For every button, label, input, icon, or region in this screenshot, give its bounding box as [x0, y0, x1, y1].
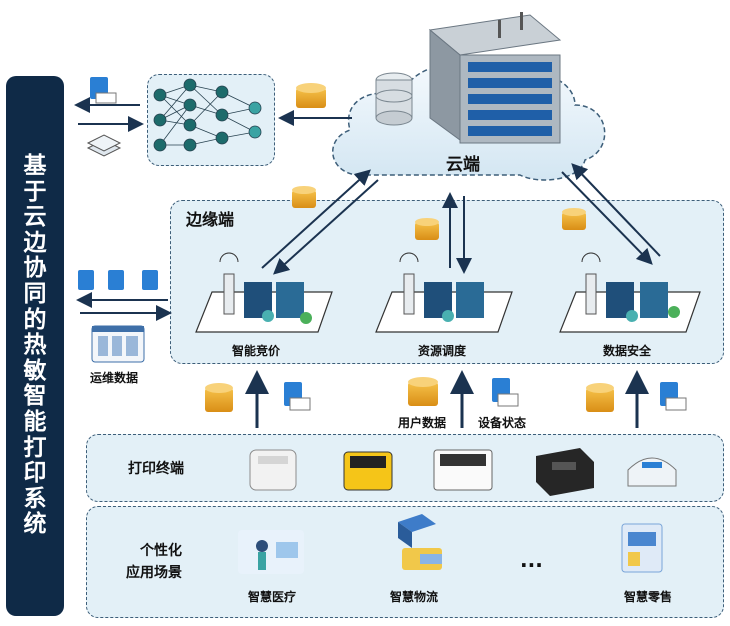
paper-stack-icon — [86, 134, 122, 157]
thermal-printer-icon — [536, 448, 594, 496]
ops-data-window-icon — [91, 325, 145, 363]
smart-retail-illustration — [621, 523, 663, 573]
cloud-database-icon — [375, 72, 413, 126]
edge-node-label-scheduling: 资源调度 — [418, 344, 467, 358]
database-icon — [296, 83, 326, 108]
database-icon — [562, 208, 586, 230]
edge-node-label-security: 数据安全 — [603, 344, 652, 358]
app-label-medical: 智慧医疗 — [248, 590, 297, 604]
neural-network-icon — [153, 78, 262, 152]
print-terminal-label: 打印终端 — [128, 461, 184, 477]
data-file-icon — [284, 382, 311, 411]
data-file-icon — [492, 378, 519, 407]
system-title: 基于云边协同的热敏智能打印系统 — [23, 153, 47, 538]
upload-arrows — [245, 370, 649, 428]
database-icon — [408, 377, 438, 406]
edge-node-platform — [375, 252, 513, 333]
data-file-icon — [660, 382, 687, 411]
system-title-bar: 基于云边协同的热敏智能打印系统 — [6, 76, 64, 616]
thermal-printer-icon — [249, 449, 297, 491]
data-file-icon — [90, 77, 117, 104]
ops-data-label: 运维数据 — [90, 371, 139, 385]
thermal-printer-icon — [433, 449, 493, 491]
edge-node-platform — [195, 252, 333, 333]
edge-label: 边缘端 — [186, 210, 235, 229]
app-label-retail: 智慧零售 — [624, 590, 673, 604]
thermal-printer-icon — [343, 451, 393, 491]
label-printer-icon — [627, 457, 677, 487]
edge-node-label-bidding: 智能竞价 — [232, 344, 281, 358]
edge-node-platform — [559, 252, 701, 333]
data-file-icon — [78, 270, 158, 290]
smart-logistics-illustration — [398, 514, 442, 570]
database-icon — [415, 218, 439, 240]
application-ellipsis: ... — [520, 548, 543, 572]
application-label-line1: 个性化 — [140, 543, 182, 559]
app-label-logistics: 智慧物流 — [390, 590, 439, 604]
database-icon — [205, 383, 233, 412]
database-icon — [586, 383, 614, 412]
print-terminal-panel — [86, 434, 724, 502]
cloud-label: 云端 — [446, 155, 480, 175]
arrows — [74, 97, 661, 321]
cloud-server-rack-icon — [428, 12, 562, 144]
database-icon — [292, 186, 316, 208]
application-label-line2: 应用场景 — [126, 565, 182, 581]
smart-medical-illustration — [238, 530, 304, 574]
device-status-label: 设备状态 — [478, 416, 527, 430]
user-data-label: 用户数据 — [398, 416, 447, 430]
